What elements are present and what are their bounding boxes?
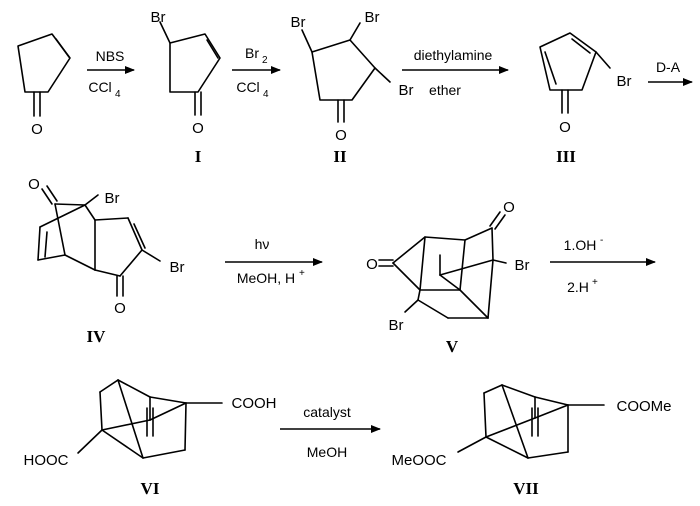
compound-II-br-2: Br bbox=[365, 9, 380, 26]
step-5: hν MeOH, H + bbox=[225, 236, 323, 286]
compound-II-br-1: Br bbox=[291, 14, 306, 31]
compound-V-br-left: Br bbox=[389, 317, 404, 334]
compound-III-o: O bbox=[559, 119, 571, 136]
step-6-above: 1.OH bbox=[564, 237, 597, 253]
compound-I-label: I bbox=[195, 147, 202, 166]
compound-III: Br O III bbox=[539, 32, 632, 166]
compound-I-br: Br bbox=[151, 9, 166, 26]
compound-V-label: V bbox=[446, 337, 459, 356]
compound-II-br-3: Br bbox=[399, 82, 414, 99]
compound-VII-coome: COOMe bbox=[616, 398, 671, 415]
compound-II-o: O bbox=[335, 127, 347, 144]
compound-IV-o-bridge: O bbox=[28, 176, 40, 193]
compound-IV-br-ring: Br bbox=[170, 259, 185, 276]
compound-IV-br-bridge: Br bbox=[105, 190, 120, 207]
start-o-label: O bbox=[31, 121, 43, 138]
step-1-above: NBS bbox=[96, 48, 125, 64]
step-1-below: CCl bbox=[88, 79, 111, 95]
compound-VI-cooh: COOH bbox=[232, 395, 277, 412]
step-6: 1.OH - 2.H + bbox=[550, 235, 656, 295]
compound-VI-hooc: HOOC bbox=[24, 452, 69, 469]
step-5-above: hν bbox=[255, 236, 270, 252]
step-7: catalyst MeOH bbox=[280, 404, 381, 460]
compound-V-o-right: O bbox=[503, 199, 515, 216]
step-2-above: Br bbox=[245, 45, 259, 61]
compound-I: Br O I bbox=[151, 9, 221, 166]
compound-VII: COOMe MeOOC VII bbox=[391, 384, 672, 498]
step-2-above-sub: 2 bbox=[262, 55, 268, 66]
step-7-below: MeOH bbox=[307, 444, 347, 460]
step-6-below: 2.H bbox=[567, 279, 589, 295]
step-3: diethylamine ether bbox=[402, 47, 509, 98]
step-4: D-A bbox=[648, 59, 693, 86]
compound-II-label: II bbox=[333, 147, 347, 166]
step-2-below-sub: 4 bbox=[263, 89, 269, 100]
compound-start: O bbox=[17, 33, 71, 138]
compound-V-br-right: Br bbox=[515, 257, 530, 274]
step-1: NBS CCl 4 bbox=[87, 48, 135, 100]
compound-IV: O Br O Br IV bbox=[28, 176, 184, 346]
compound-VI-label: VI bbox=[141, 479, 160, 498]
step-4-above: D-A bbox=[656, 59, 681, 75]
step-5-below: MeOH, H bbox=[237, 270, 295, 286]
step-3-below: ether bbox=[429, 82, 461, 98]
compound-III-label: III bbox=[556, 147, 576, 166]
step-3-above: diethylamine bbox=[414, 47, 493, 63]
step-2-below: CCl bbox=[236, 79, 259, 95]
step-5-below-sup: + bbox=[299, 268, 305, 279]
step-7-above: catalyst bbox=[303, 404, 351, 420]
compound-IV-o-ring: O bbox=[114, 300, 126, 317]
compound-IV-label: IV bbox=[87, 327, 107, 346]
compound-III-br: Br bbox=[617, 73, 632, 90]
compound-VII-label: VII bbox=[513, 479, 539, 498]
compound-V: O O Br Br V bbox=[366, 199, 529, 356]
compound-I-o: O bbox=[192, 120, 204, 137]
compound-VII-meooc: MeOOC bbox=[391, 452, 446, 469]
step-6-below-sup: + bbox=[592, 277, 598, 288]
step-6-above-sup: - bbox=[600, 235, 603, 246]
compound-V-o-left: O bbox=[366, 256, 378, 273]
step-2: Br 2 CCl 4 bbox=[232, 45, 281, 100]
compound-VI: COOH HOOC VI bbox=[24, 379, 277, 498]
step-1-below-sub: 4 bbox=[115, 89, 121, 100]
compound-II: Br Br Br O II bbox=[291, 9, 414, 166]
